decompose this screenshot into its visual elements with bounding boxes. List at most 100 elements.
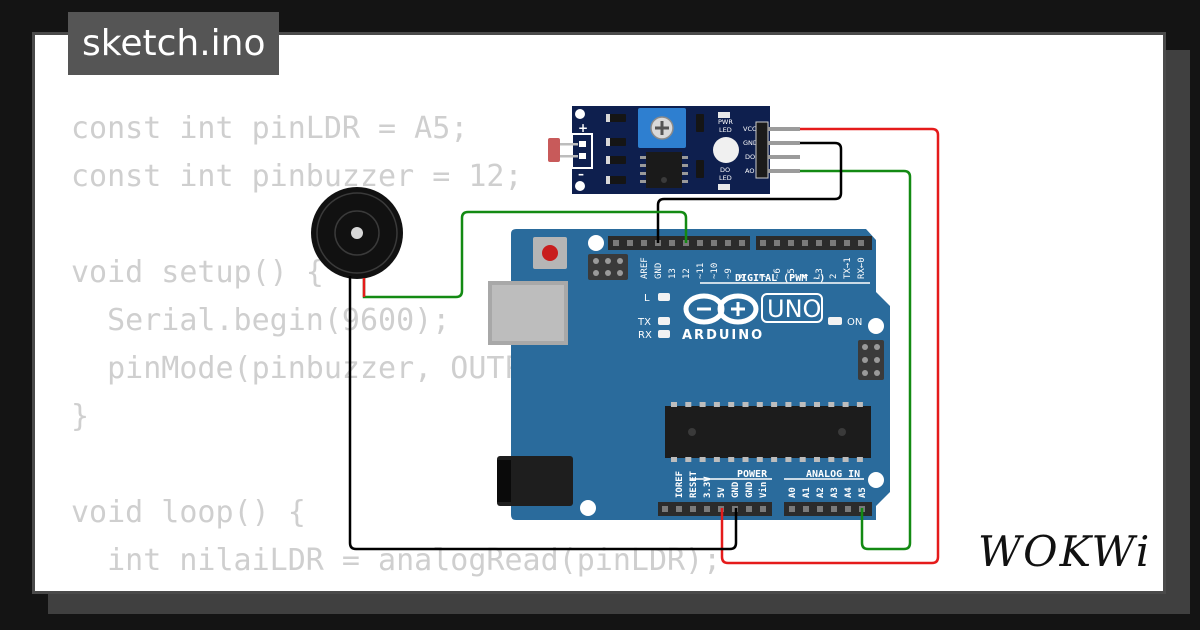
pin-hole[interactable] (697, 240, 703, 246)
pin-hole[interactable] (817, 506, 823, 512)
sensor-pin[interactable] (768, 155, 800, 159)
digital-pin-label: ~5 (787, 268, 797, 279)
digital-pin-label: AREF (640, 257, 650, 279)
reset-button[interactable] (542, 245, 558, 261)
digital-pin-label: TX→1 (843, 257, 853, 279)
pin-hole[interactable] (831, 506, 837, 512)
power-jack-front (497, 460, 511, 502)
buzzer-ring (334, 210, 380, 256)
wokwi-logo[interactable]: WOKWi (978, 527, 1152, 576)
chip-leg (640, 172, 646, 175)
analog-pin-label: A4 (844, 487, 854, 498)
sensor-hole (575, 181, 585, 191)
chip-leg (640, 156, 646, 159)
digital-pin-label: ~3 (815, 268, 825, 279)
sensor-pin[interactable] (768, 169, 800, 173)
pwr-led-label-2: LED (719, 126, 732, 134)
pin-hole[interactable] (711, 240, 717, 246)
pin-hole[interactable] (789, 506, 795, 512)
power-pin-label: RESET (689, 470, 699, 498)
file-tab[interactable]: sketch.ino (68, 12, 280, 75)
bottom-pin-holes (662, 506, 865, 512)
resistor-cap (606, 176, 610, 184)
pin-hole[interactable] (690, 506, 696, 512)
analog-pin-label: A0 (788, 487, 798, 498)
wire-buzzer-gnd[interactable] (348, 276, 738, 551)
piezo-buzzer[interactable] (311, 187, 403, 279)
digital-label: DIGITAL (PWM ~) (735, 273, 825, 284)
digital-header (608, 236, 872, 250)
on-label: ON (847, 317, 862, 328)
chip-notch (661, 177, 667, 183)
power-pin-label: Vin (758, 482, 769, 498)
wire-ao[interactable] (800, 169, 912, 551)
pin-hole[interactable] (662, 506, 668, 512)
atmega-chip (665, 402, 871, 462)
pwr-led-label: PWR (718, 118, 733, 126)
wires (348, 127, 940, 565)
do-led (718, 184, 730, 190)
pin-hole[interactable] (704, 506, 710, 512)
power-pin-label: 3.3V (703, 476, 713, 498)
sensor-pin[interactable] (768, 141, 800, 145)
pin-hole[interactable] (844, 240, 850, 246)
pin-hole[interactable] (788, 240, 794, 246)
resistor (606, 138, 626, 146)
power-label: POWER (737, 469, 768, 480)
pin-hole[interactable] (803, 506, 809, 512)
sensor-pin-label: AO (745, 167, 754, 175)
power-pin-label: IOREF (675, 471, 685, 498)
pin-hole[interactable] (627, 240, 633, 246)
code-line: const int pinLDR = A5; (71, 111, 469, 146)
digital-pin-label: GND (654, 263, 664, 279)
uno-badge (761, 293, 823, 323)
wire-vcc[interactable] (720, 127, 940, 565)
pin-hole[interactable] (676, 506, 682, 512)
sensor-pin[interactable] (768, 127, 800, 131)
pin-hole[interactable] (845, 506, 851, 512)
mounting-hole (588, 235, 604, 251)
resistor (606, 156, 626, 164)
pin-hole[interactable] (746, 506, 752, 512)
ldr-leg (556, 155, 578, 158)
sensor-led-dome (713, 137, 739, 163)
right-header (858, 340, 884, 380)
digital-pin-label: ~9 (724, 268, 734, 279)
wire-gnd[interactable] (656, 141, 843, 243)
ldr-sensor-module[interactable]: + – PWR (548, 106, 800, 194)
pin-hole[interactable] (816, 240, 822, 246)
arduino-wordmark: ARDUINO (682, 328, 764, 343)
mounting-hole (868, 472, 884, 488)
pin-hole[interactable] (669, 240, 675, 246)
wire-buzzer-signal[interactable] (362, 210, 688, 299)
pin-hole[interactable] (725, 240, 731, 246)
rx-led (658, 330, 670, 338)
pin-hole[interactable] (760, 240, 766, 246)
pin-hole[interactable] (613, 240, 619, 246)
analog-pin-label: A5 (858, 487, 868, 498)
digital-pin-label: 2 (829, 274, 839, 279)
sensor-pin-label: VCC (743, 125, 757, 133)
pin-hole[interactable] (739, 240, 745, 246)
sensor-pin-label: DO (745, 153, 755, 161)
pin-hole[interactable] (802, 240, 808, 246)
analog-label: ANALOG IN (806, 469, 860, 480)
pin-hole[interactable] (760, 506, 766, 512)
sensor-hole (575, 109, 585, 119)
pwr-led (718, 112, 730, 118)
code-line: const int pinbuzzer = 12; (71, 159, 523, 194)
pin-hole[interactable] (774, 240, 780, 246)
ldr-photoresistor (548, 138, 560, 162)
resistor (696, 160, 704, 178)
pin-hole[interactable] (830, 240, 836, 246)
pin-hole[interactable] (858, 240, 864, 246)
tx-led (658, 317, 670, 325)
pin-hole[interactable] (641, 240, 647, 246)
chip-leg (682, 156, 688, 159)
rx-led-label: RX (638, 330, 652, 341)
l-led-label: L (644, 293, 650, 304)
resistor-cap (606, 138, 610, 146)
